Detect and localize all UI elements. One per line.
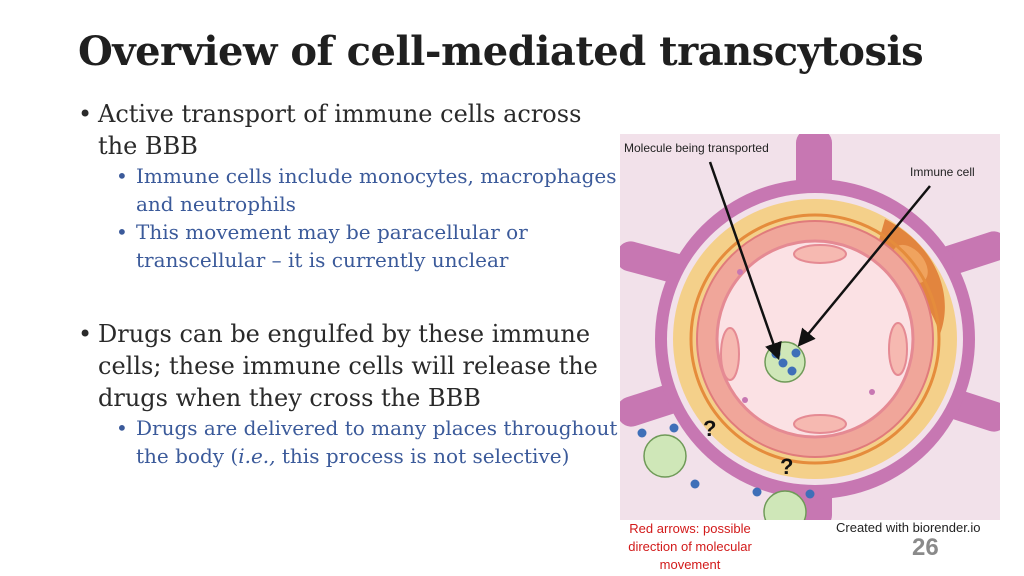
endothelial-nucleus-right [888,322,908,376]
immune-cell-outside-left [643,434,687,478]
endothelial-nucleus-bottom [793,414,847,434]
molecule-dot [787,366,797,376]
molecule-dot [690,479,700,489]
endothelial-nucleus-top [793,244,847,264]
sub-bullet-immune-cells: Immune cells include monocytes, macropha… [116,162,618,218]
endothelial-nucleus-left [720,327,740,381]
molecule-dot [778,358,788,368]
sub-bullet-drugs-delivered: Drugs are delivered to many places throu… [116,414,618,470]
immune-cell-pointer-arrow [797,185,931,347]
bullet-list: Active transport of immune cells across … [78,98,618,470]
vessel-lumen [715,239,915,439]
slide-title: Overview of cell-mediated transcytosis [78,28,924,75]
immune-cell-outside-bottom [763,490,807,520]
molecule-dot [637,428,647,438]
question-mark-upper: ? [703,416,716,441]
endothelial-ring-outer [689,213,941,465]
molecule-pointer-arrow [708,161,782,361]
label-red-arrows: Red arrows: possible direction of molecu… [628,521,752,572]
sub-bullet-text-a: Drugs are delivered to many places throu… [136,416,618,468]
molecule-dot [805,489,815,499]
page-number: 26 [912,534,939,561]
label-biorender-credit: Created with biorender.io [836,520,981,535]
bullet-drugs-engulfed: Drugs can be engulfed by these immune ce… [78,318,618,414]
tight-junction-dot [869,389,875,395]
tight-junction-dot [737,269,743,275]
tight-junction-dot [742,397,748,403]
label-immune-cell: Immune cell [910,165,975,179]
label-molecule-being-transported: Molecule being transported [624,141,769,155]
endothelial-ring-inner [696,220,934,458]
molecule-dot [669,423,679,433]
bullet-active-transport: Active transport of immune cells across … [78,98,618,162]
bbb-cross-section-diagram: ? ? [620,134,1000,520]
question-mark-lower: ? [780,454,793,479]
molecule-dot [791,348,801,358]
sub-bullet-italic: i.e., [238,444,276,468]
molecule-dot [752,487,762,497]
sub-bullet-text-b: this process is not selective) [275,444,570,468]
sub-bullet-movement: This movement may be paracellular or tra… [116,218,618,274]
